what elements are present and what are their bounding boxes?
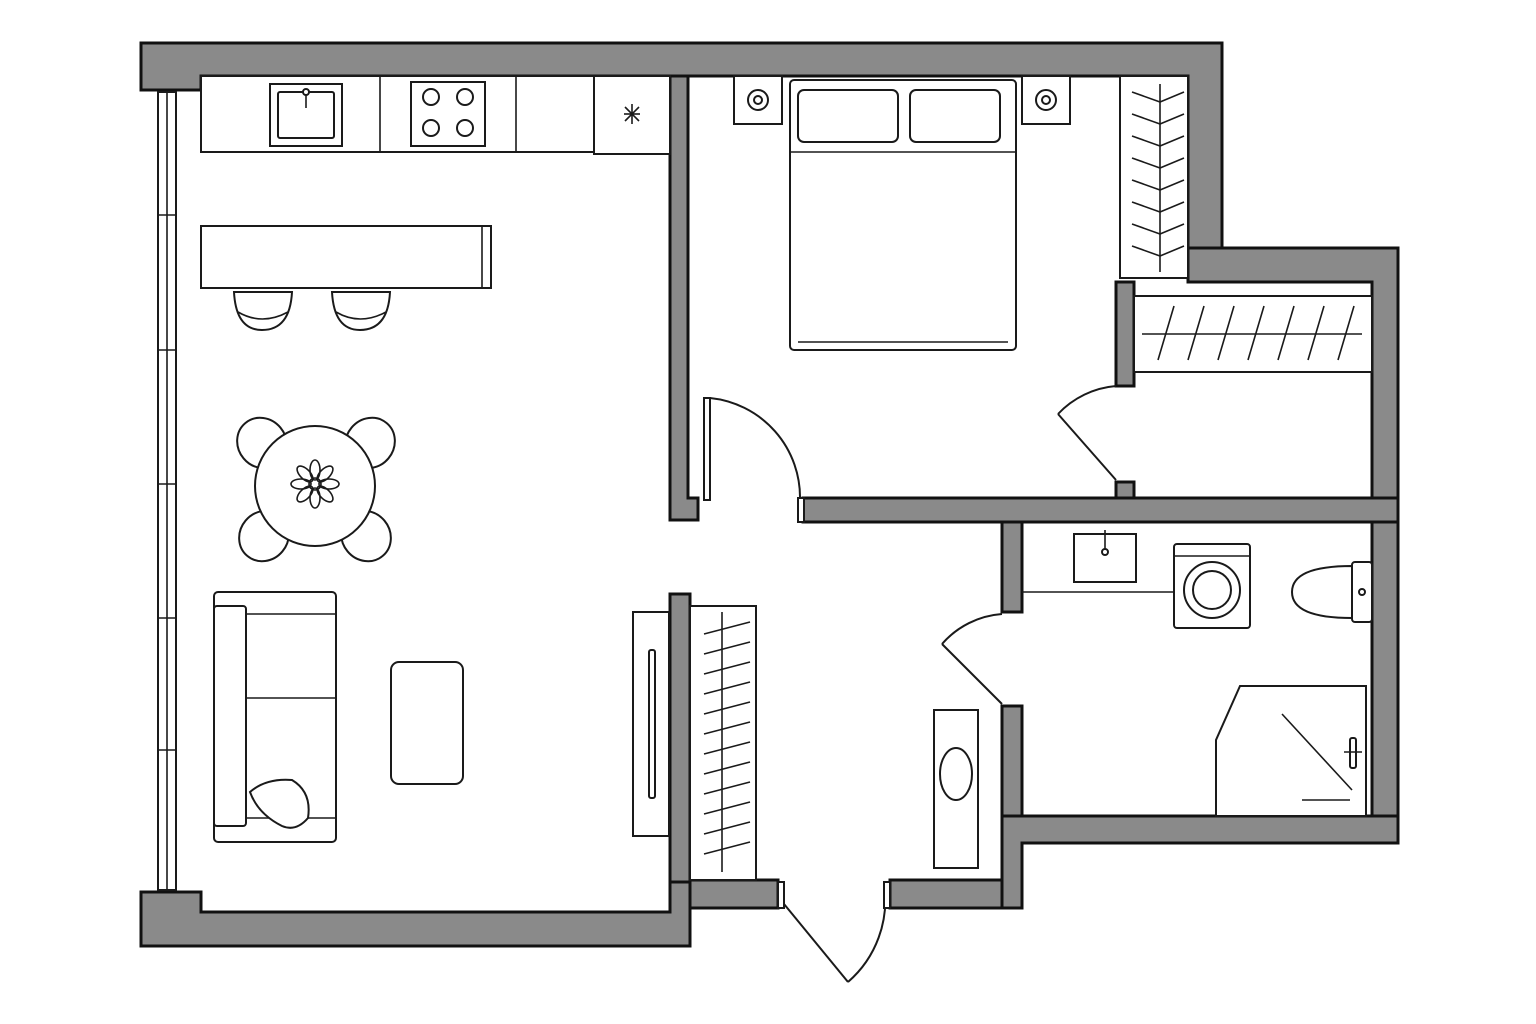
fridge-icon: [593, 75, 671, 155]
wall-bath-upper: [1000, 520, 1024, 614]
hanger-mark: [703, 781, 751, 795]
hanger-mark: [703, 841, 751, 855]
hanger-mark: [1157, 305, 1175, 361]
hanger-mark: [1337, 305, 1355, 361]
wall-right-lower: [1000, 814, 1400, 910]
kitchen-sink-icon: [269, 83, 343, 147]
hanger-mark: [703, 821, 751, 835]
wall-bottom-entry-left: [688, 878, 780, 910]
bed-icon: [789, 79, 1017, 351]
hanger-mark: [703, 761, 751, 775]
hanger-mark: [1131, 113, 1161, 125]
bar-stool-icon: [232, 291, 294, 332]
door-icon: [1057, 385, 1117, 481]
hanger-mark: [1159, 179, 1185, 191]
hanger-mark: [1159, 245, 1185, 257]
wall-bottom-left: [139, 878, 692, 948]
hanger-mark: [1159, 135, 1185, 147]
hanger-mark: [1131, 223, 1161, 235]
toilet-icon: [1290, 561, 1373, 623]
hanger-mark: [1159, 91, 1185, 103]
washing-machine-icon: [1173, 543, 1251, 629]
window-icon: [157, 91, 177, 891]
hanger-mark: [1159, 157, 1185, 169]
flower-icon: [290, 459, 340, 509]
hanger-mark: [1131, 201, 1161, 213]
hanger-mark: [1131, 157, 1161, 169]
wall-living-bedroom: [668, 74, 700, 522]
coffee-table-icon: [390, 661, 464, 785]
wardrobe-icon: [1133, 295, 1373, 373]
hanger-mark: [1131, 91, 1161, 103]
cooktop-icon: [410, 81, 486, 147]
hanger-mark: [703, 721, 751, 735]
bathroom-sink-icon: [1073, 530, 1137, 583]
tv-unit-icon: [632, 611, 670, 837]
hanger-mark: [703, 741, 751, 755]
wall-living-hall: [668, 592, 692, 884]
hanger-mark: [1277, 305, 1295, 361]
wall-bath-lower: [1000, 704, 1024, 818]
wall-bottom-entry: [888, 878, 1004, 910]
wardrobe-icon: [1119, 75, 1189, 279]
hanger-mark: [1217, 305, 1235, 361]
hanger-mark: [1307, 305, 1325, 361]
door-icon: [703, 397, 805, 523]
hanger-mark: [703, 621, 751, 635]
hanger-mark: [703, 681, 751, 695]
hanger-mark: [1159, 201, 1185, 213]
hanger-mark: [703, 701, 751, 715]
nightstand-icon: [1021, 75, 1071, 125]
hanger-mark: [703, 801, 751, 815]
hanger-mark: [1159, 223, 1185, 235]
hanger-mark: [1131, 135, 1161, 147]
pillow-icon: [248, 778, 310, 829]
kitchen-island: [200, 225, 492, 289]
hanger-mark: [1247, 305, 1265, 361]
hanger-mark: [1131, 245, 1161, 257]
wardrobe-icon: [689, 605, 757, 881]
hanger-mark: [1187, 305, 1205, 361]
entry-bench-icon: [933, 709, 979, 869]
walls: [139, 41, 1400, 948]
sofa-icon: [213, 591, 337, 843]
nightstand-icon: [733, 75, 783, 125]
hanger-mark: [1159, 113, 1185, 125]
hanger-mark: [703, 661, 751, 675]
hanger-mark: [703, 641, 751, 655]
wall-bedroom-bath: [801, 496, 1400, 524]
hanger-mark: [1131, 179, 1161, 191]
wall-closet: [1114, 280, 1136, 388]
door-icon: [941, 613, 1003, 705]
shower-icon: [1215, 685, 1367, 817]
wall-closet-stub: [1114, 480, 1136, 500]
dining-table-icon: [254, 425, 376, 547]
door-icon: [777, 881, 891, 983]
bar-stool-icon: [330, 291, 392, 332]
